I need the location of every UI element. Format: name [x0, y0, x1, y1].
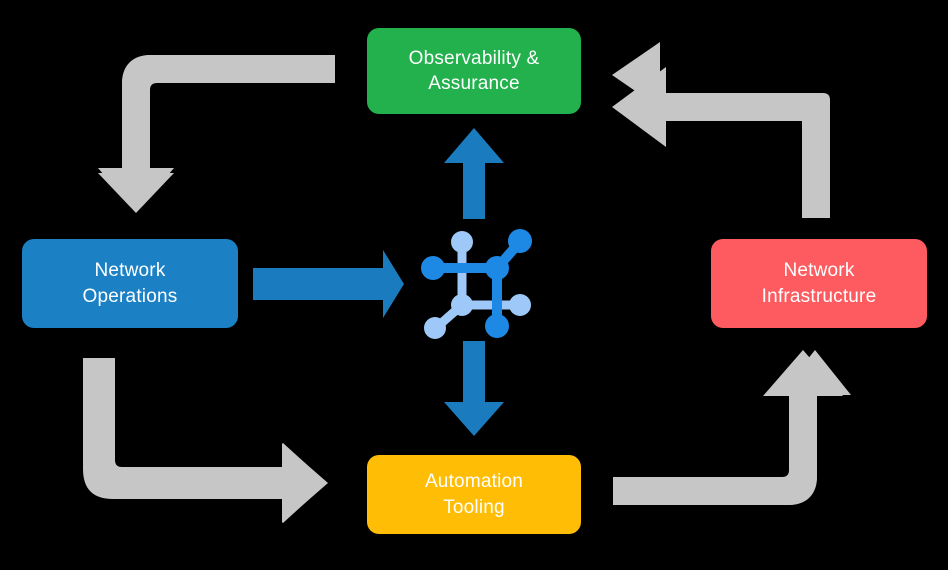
arrow-center-to-observability [444, 128, 504, 219]
arrow-operations-to-automation-head [282, 443, 328, 523]
arrow-infrastructure-to-observability-shaft [660, 93, 830, 218]
topology-node-bottom-strong [485, 314, 509, 338]
arrow-observability-to-operations-head [98, 168, 174, 212]
topology-node-hub-strong [485, 256, 509, 280]
topology-node-top-light [451, 231, 473, 253]
arrow-operations-to-automation-shaft [85, 358, 288, 497]
node-box-network-operations[interactable]: Network Operations [22, 239, 238, 328]
node-box-network-infrastructure[interactable]: Network Infrastructure [711, 239, 927, 328]
topology-node-left-strong [421, 256, 445, 280]
arrow-infrastructure-to-observability-arrowhead [612, 67, 666, 147]
arrow-automation-to-infrastructure-shaft [613, 392, 817, 505]
topology-node-right-light [509, 294, 531, 316]
node-box-automation-tooling[interactable]: Automation Tooling [367, 455, 581, 534]
topology-node-center-left-light [451, 294, 473, 316]
topology-node-top-right-strong [508, 229, 532, 253]
arrow-operations-to-center [253, 250, 404, 318]
arrow-automation-to-infrastructure-head [763, 350, 843, 396]
node-box-observability[interactable]: Observability & Assurance [367, 28, 581, 114]
topology-node-bottom-left-light [424, 317, 446, 339]
arrow-observability-to-operations-shaft [122, 55, 335, 176]
arrow-center-to-automation [444, 341, 504, 436]
